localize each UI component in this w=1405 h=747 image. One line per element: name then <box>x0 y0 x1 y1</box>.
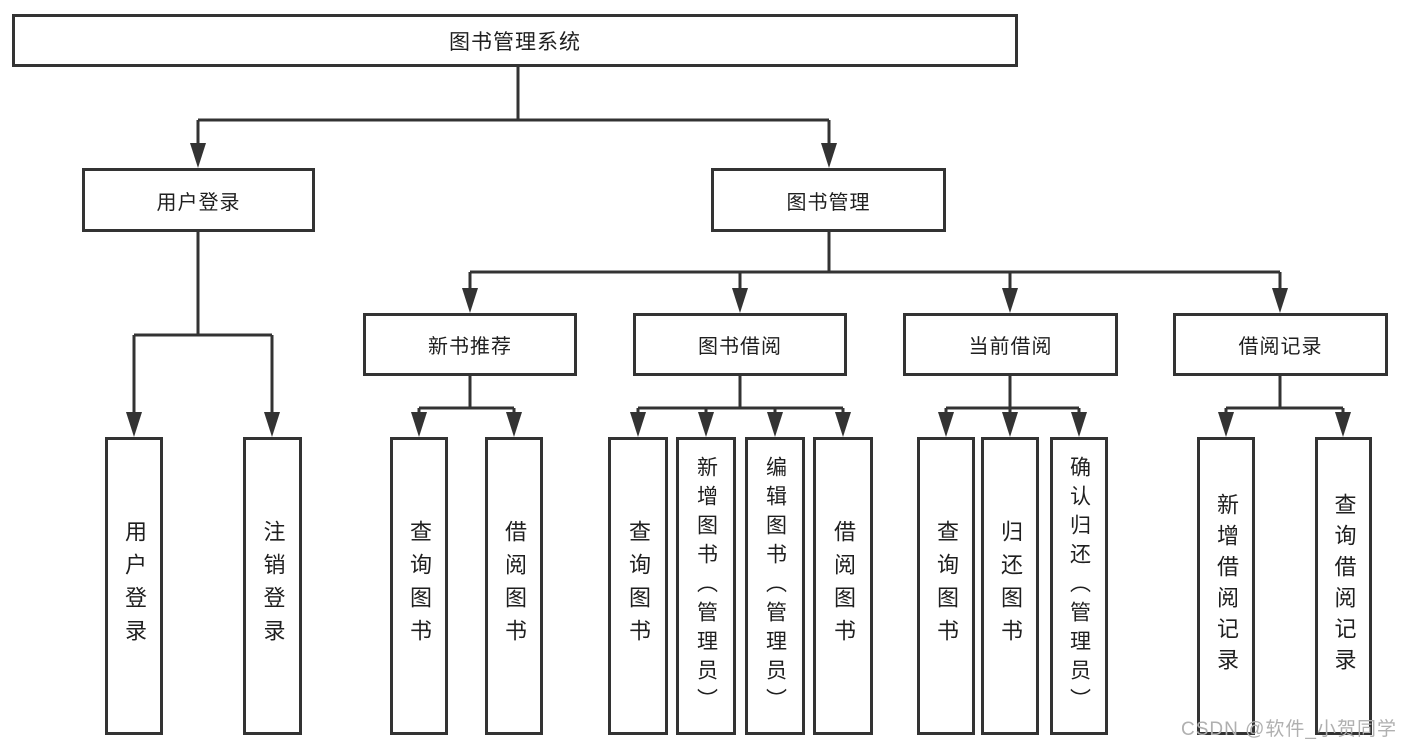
leaf-return-books: 归还图书 <box>981 437 1039 735</box>
node-library-system: 图书管理系统 <box>12 14 1018 67</box>
leaf-label: 查询借阅记录 <box>1331 493 1357 679</box>
leaf-label: 归还图书 <box>998 520 1023 652</box>
node-label: 新书推荐 <box>428 336 512 358</box>
node-label: 当前借阅 <box>968 336 1053 358</box>
leaf-borrow-books-borrowing: 借阅图书 <box>813 437 873 735</box>
leaf-label: 新增借阅记录 <box>1214 493 1239 679</box>
node-label: 图书管理 <box>786 191 871 214</box>
node-user-login: 用户登录 <box>82 168 315 232</box>
node-book-borrowing: 图书借阅 <box>633 313 847 376</box>
leaf-label: 借阅图书 <box>831 520 856 652</box>
leaf-add-borrow-record: 新增借阅记录 <box>1197 437 1255 735</box>
leaf-add-books-admin: 新增图书（管理员） <box>676 437 736 735</box>
node-label: 图书借阅 <box>698 336 782 358</box>
leaf-label: 编辑图书（管理员） <box>763 455 787 717</box>
leaf-query-books-borrowing: 查询图书 <box>608 437 668 735</box>
leaf-label: 用户登录 <box>122 520 147 652</box>
leaf-borrow-books-recommend: 借阅图书 <box>485 437 543 735</box>
watermark: CSDN @软件_小贺同学 <box>1181 719 1397 740</box>
leaf-label: 查询图书 <box>407 520 432 652</box>
leaf-query-borrow-record: 查询借阅记录 <box>1315 437 1372 735</box>
leaf-confirm-return-admin: 确认归还（管理员） <box>1050 437 1108 735</box>
node-label: 图书管理系统 <box>449 30 581 54</box>
leaf-label: 确认归还（管理员） <box>1067 455 1091 717</box>
leaf-edit-books-admin: 编辑图书（管理员） <box>745 437 805 735</box>
node-label: 借阅记录 <box>1238 336 1323 358</box>
node-book-management: 图书管理 <box>711 168 946 232</box>
leaf-label: 借阅图书 <box>502 520 527 652</box>
node-new-book-recommendation: 新书推荐 <box>363 313 577 376</box>
leaf-label: 新增图书（管理员） <box>694 455 718 717</box>
leaf-label: 查询图书 <box>934 520 959 652</box>
leaf-query-books-current: 查询图书 <box>917 437 975 735</box>
node-label: 用户登录 <box>156 191 241 214</box>
node-borrowing-records: 借阅记录 <box>1173 313 1388 376</box>
leaf-label: 查询图书 <box>626 520 651 652</box>
node-current-borrowing: 当前借阅 <box>903 313 1118 376</box>
leaf-logout: 注销登录 <box>243 437 302 735</box>
leaf-query-books-recommend: 查询图书 <box>390 437 448 735</box>
leaf-user-login: 用户登录 <box>105 437 163 735</box>
leaf-label: 注销登录 <box>260 520 286 652</box>
